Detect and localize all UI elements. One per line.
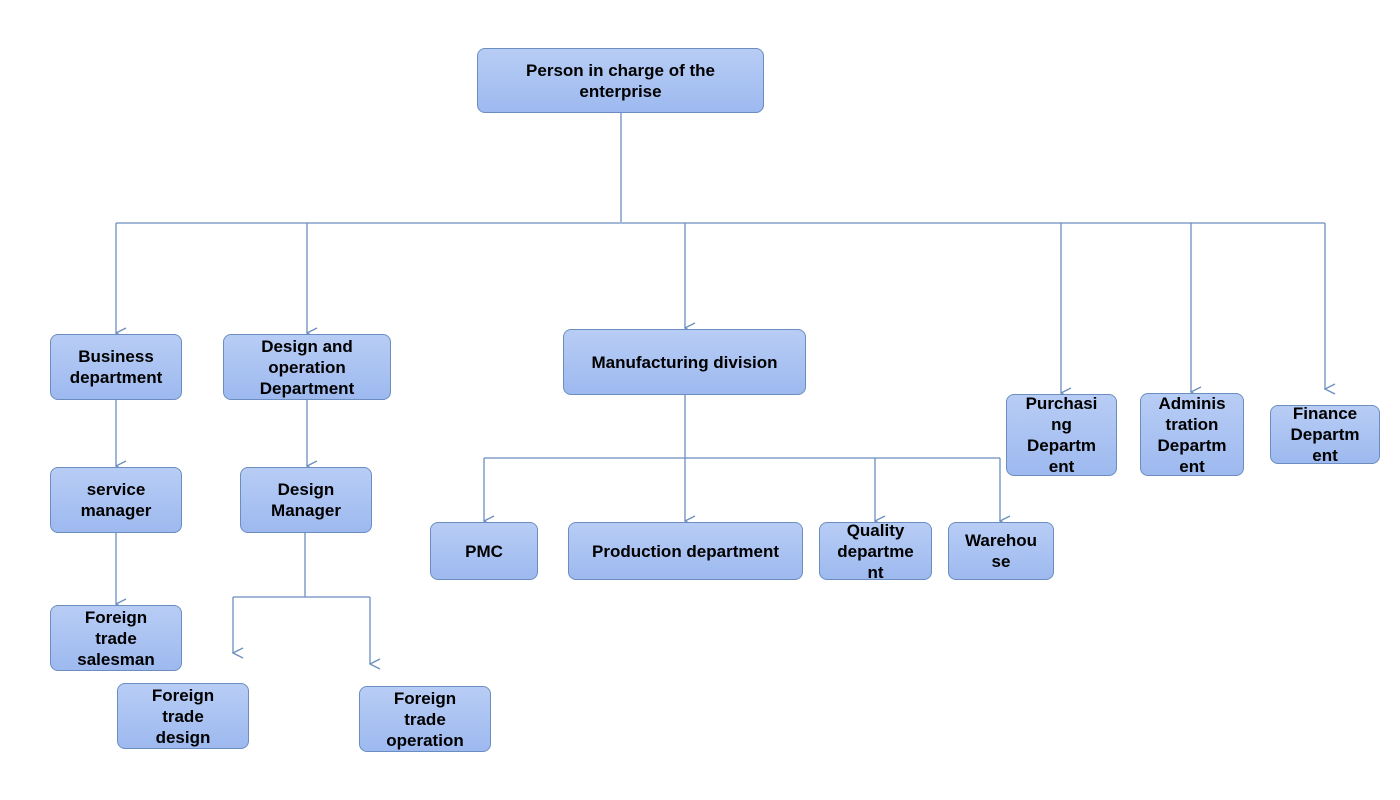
node-production-department: Production department <box>568 522 803 580</box>
node-pmc: PMC <box>430 522 538 580</box>
node-manufacturing-division: Manufacturing division <box>563 329 806 395</box>
